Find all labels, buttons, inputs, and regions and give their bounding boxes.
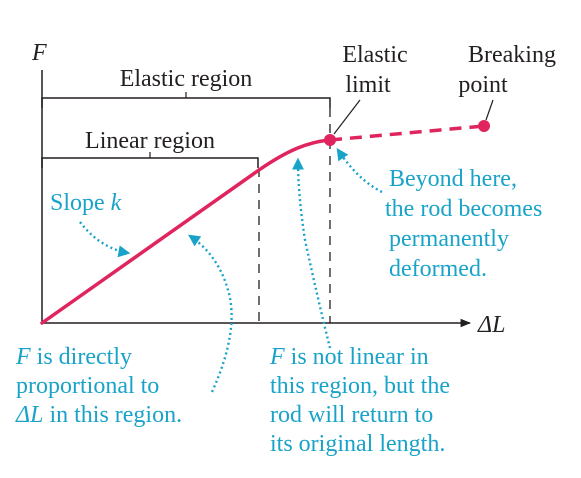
elastic-region-label: Elastic region <box>120 66 253 92</box>
elastic-limit-label: Elastic limit <box>342 42 413 98</box>
elastic-limit-leader <box>333 99 361 135</box>
force-curve <box>40 138 332 325</box>
slope-arrow <box>79 221 131 258</box>
elastic-limit-point <box>324 134 336 146</box>
linear-region-bracket <box>41 157 259 168</box>
proportional-arrow <box>188 234 233 393</box>
nonlinear-arrow <box>292 157 332 349</box>
slope-label: Slope k <box>50 190 122 216</box>
linear-region-label: Linear region <box>85 128 215 154</box>
y-axis-label: F <box>31 40 47 66</box>
nonlinear-annotation: F is not linear in this region, but the … <box>269 344 456 457</box>
breaking-point-marker <box>478 120 490 132</box>
breaking-point-label: Breaking point <box>458 42 562 98</box>
plastic-region-dashed-curve <box>329 124 485 142</box>
x-axis-label: ΔL <box>477 312 505 338</box>
beyond-arrow <box>336 148 383 194</box>
elastic-region-bracket <box>41 97 331 108</box>
beyond-annotation: Beyond here, the rod becomes permanently… <box>385 166 548 282</box>
proportional-annotation: F is directly proportional to ΔL in this… <box>15 344 182 428</box>
breaking-point-leader <box>485 99 494 121</box>
